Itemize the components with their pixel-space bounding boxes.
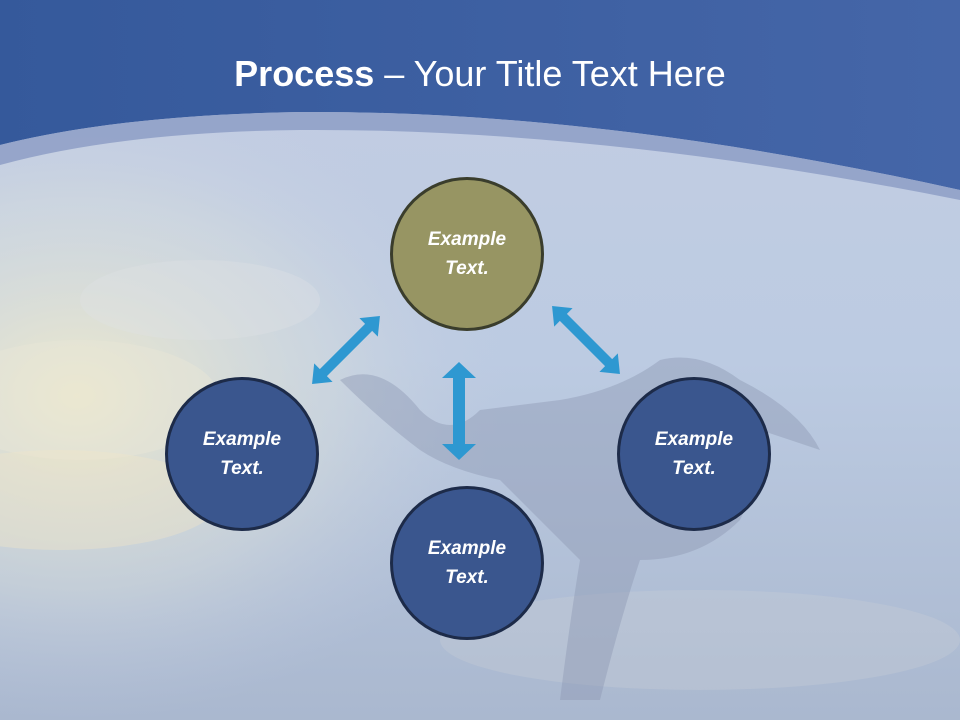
process-node-bottom: Example Text. <box>390 486 544 640</box>
arrow-vertical <box>442 362 476 460</box>
node-top-line2: Text. <box>445 258 489 279</box>
slide-title: Process – Your Title Text Here <box>0 50 960 98</box>
node-bottom-line2: Text. <box>445 567 489 588</box>
node-bottom-line1: Example <box>427 538 507 559</box>
process-node-left: Example Text. <box>165 377 319 531</box>
arrow-top-left <box>312 316 380 384</box>
node-right-line1: Example <box>654 429 734 450</box>
title-rest: – Your Title Text Here <box>374 53 726 94</box>
title-bold: Process <box>234 53 375 94</box>
process-node-top: Example Text. <box>390 177 544 331</box>
node-top-line1: Example <box>427 229 507 250</box>
arrow-top-right <box>552 306 620 374</box>
node-right-line2: Text. <box>672 458 716 479</box>
node-left-line1: Example <box>202 429 282 450</box>
node-left-line2: Text. <box>220 458 264 479</box>
process-node-right: Example Text. <box>617 377 771 531</box>
